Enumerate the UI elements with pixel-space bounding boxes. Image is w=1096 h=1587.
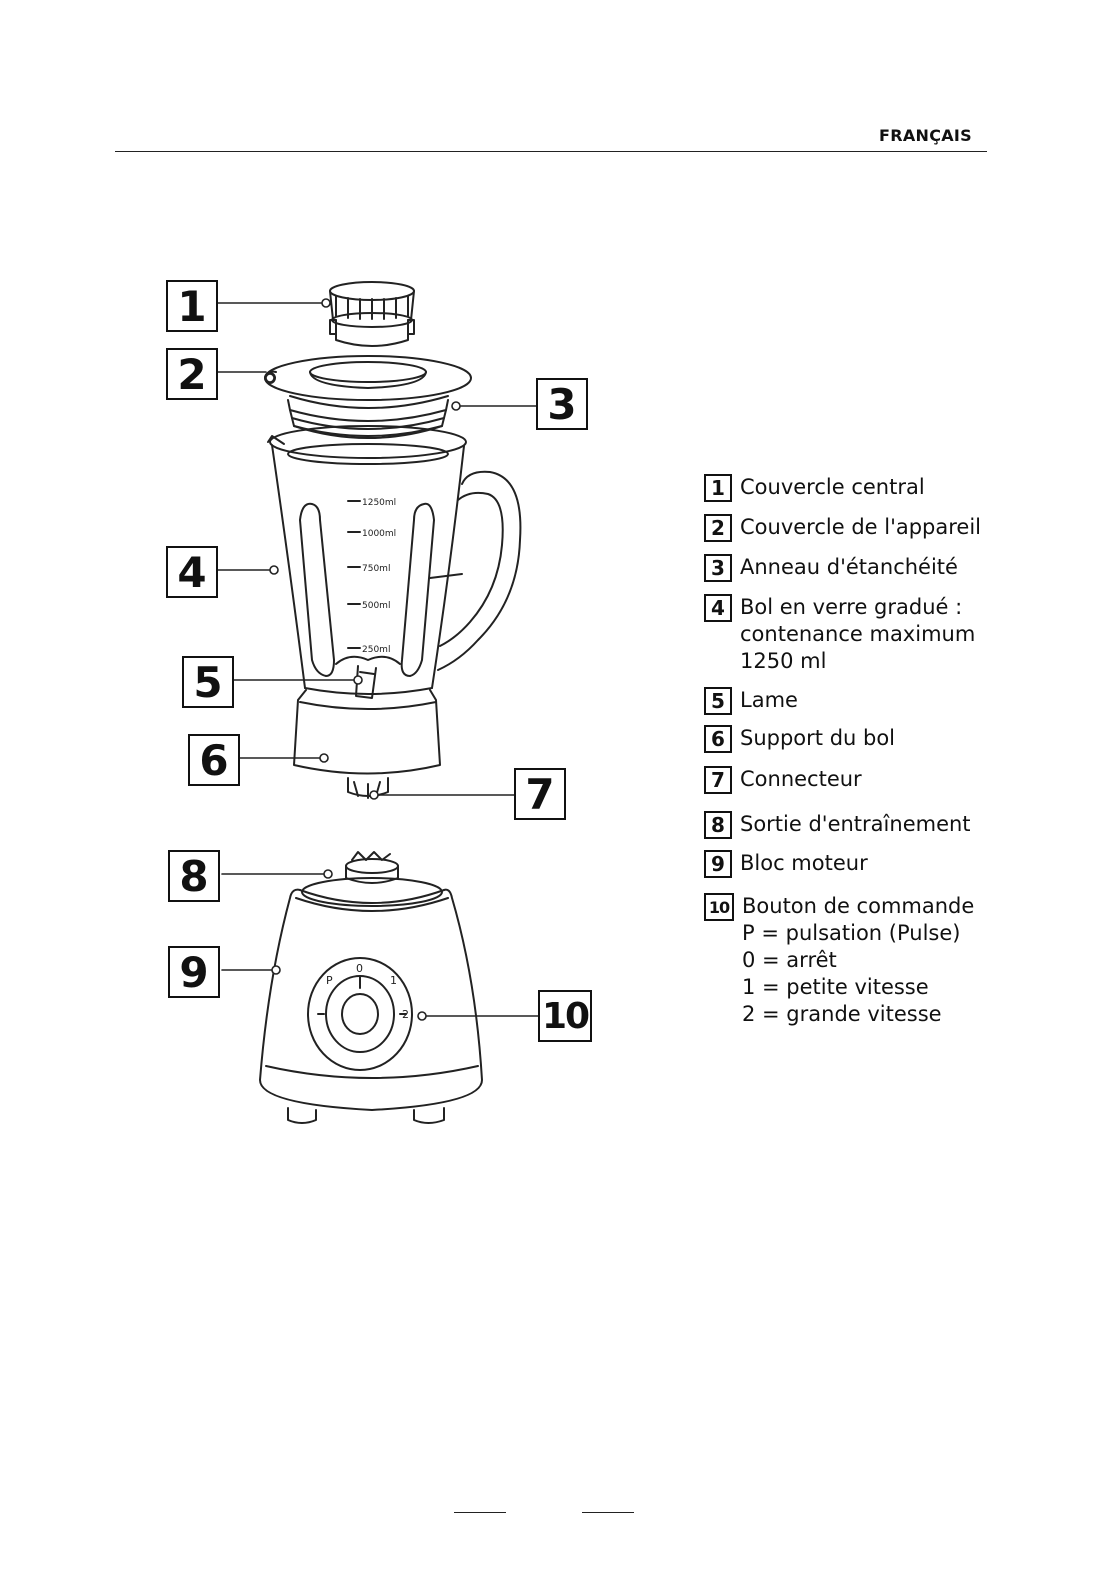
legend-label-block: Bol en verre gradué : contenance maximum… [740,594,975,675]
legend-item-5: 5 Lame [704,687,1044,715]
legend-sub-line: P = pulsation (Pulse) [742,921,961,945]
callout-1: 1 [166,280,218,332]
jug-marking-1250: 1250ml [362,498,396,508]
jug-marking-500: 500ml [362,601,390,611]
legend-number: 1 [704,474,732,502]
legend-label: Couvercle central [740,475,925,499]
legend-item-1: 1 Couvercle central [704,474,1044,502]
lid-drawing [264,355,472,439]
footer-rule-left [454,1512,506,1513]
footer-rule-right [582,1512,634,1513]
jug-marking-1000: 1000ml [362,529,396,539]
parts-legend: 1 Couvercle central 2 Couvercle de l'app… [704,474,1044,1034]
bowl-support-drawing [293,689,441,799]
callout-7: 7 [514,768,566,820]
jug-drawing [267,425,522,699]
legend-sub-line: 1250 ml [740,649,827,673]
callout-10: 10 [538,990,592,1042]
legend-number: 6 [704,725,732,753]
legend-item-9: 9 Bloc moteur [704,850,1044,878]
jug-marking-250: 250ml [362,645,390,655]
legend-label: Bol en verre gradué : [740,595,963,619]
motor-base-drawing [259,888,483,1124]
legend-label: Connecteur [740,767,862,791]
legend-label: Bloc moteur [740,851,868,875]
legend-label: Couvercle de l'appareil [740,515,982,539]
legend-item-4: 4 Bol en verre gradué : contenance maxim… [704,594,1044,675]
legend-sub-line: 2 = grande vitesse [742,1002,942,1026]
dial-marking-2: 2 [402,1008,409,1021]
legend-number: 10 [704,893,734,921]
legend-item-10: 10 Bouton de commande P = pulsation (Pul… [704,893,1044,1028]
callout-4: 4 [166,546,218,598]
legend-label: Sortie d'entraînement [740,812,971,836]
legend-sub-line: 1 = petite vitesse [742,975,929,999]
dial-marking-1: 1 [390,974,397,987]
jug-marking-750: 750ml [362,564,390,574]
callout-9: 9 [168,946,220,998]
legend-label-block: Bouton de commande P = pulsation (Pulse)… [742,893,974,1028]
callout-2: 2 [166,348,218,400]
legend-number: 3 [704,554,732,582]
callout-3: 3 [536,378,588,430]
drive-outlet-drawing [301,851,443,907]
central-cap-drawing [329,281,415,347]
legend-number: 7 [704,766,732,794]
legend-number: 8 [704,811,732,839]
callout-5: 5 [182,656,234,708]
header-divider [115,151,987,152]
legend-label: Anneau d'étanchéité [740,555,958,579]
legend-item-7: 7 Connecteur [704,766,1044,794]
legend-sub-line: contenance maximum [740,622,976,646]
legend-item-3: 3 Anneau d'étanchéité [704,554,1044,582]
page-language-label: FRANÇAIS [878,126,972,145]
dial-marking-p: P [326,974,333,987]
leader-dots [265,298,461,1021]
legend-item-8: 8 Sortie d'entraînement [704,811,1044,839]
legend-number: 4 [704,594,732,622]
legend-item-6: 6 Support du bol [704,725,1044,753]
dial-marking-0: 0 [356,962,363,975]
legend-number: 9 [704,850,732,878]
legend-label: Support du bol [740,726,896,750]
legend-label: Lame [740,688,798,712]
legend-sub-line: 0 = arrêt [742,948,837,972]
legend-label: Bouton de commande [742,894,975,918]
legend-number: 5 [704,687,732,715]
legend-item-2: 2 Couvercle de l'appareil [704,514,1044,542]
legend-number: 2 [704,514,732,542]
leader-lines [217,302,541,1017]
callout-8: 8 [168,850,220,902]
callout-6: 6 [188,734,240,786]
